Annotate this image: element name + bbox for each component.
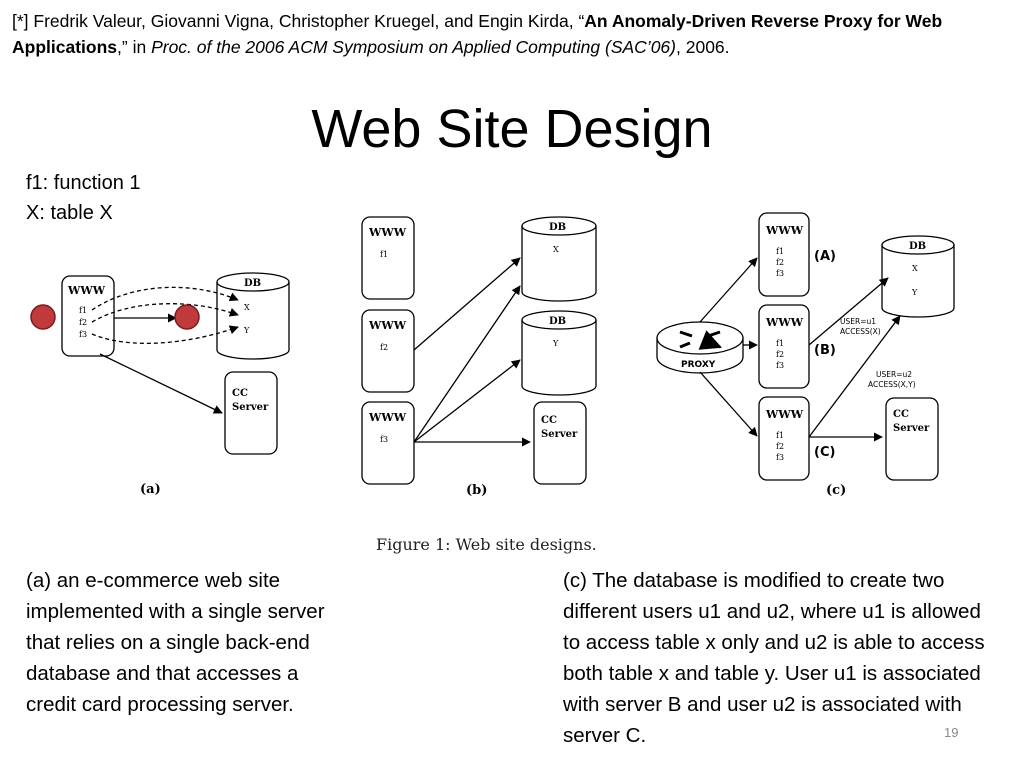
dashed-flow-f2 xyxy=(91,303,239,323)
f3-label-b: f3 xyxy=(380,435,388,444)
u2-user-label: USER=u2 xyxy=(876,370,912,379)
x-label-c: X xyxy=(912,264,918,273)
attacker-dot xyxy=(174,304,200,330)
server-label-b: Server xyxy=(541,429,578,440)
panel-a-diagram: WWW f1 f2 f3 DB X Y CC Server (a) xyxy=(30,272,290,497)
server-label-c: Server xyxy=(893,423,930,434)
panel-c-label: (c) xyxy=(826,483,846,498)
router-arrows-icon xyxy=(679,332,720,347)
cc-arrow-a xyxy=(99,353,223,414)
arrow-proxy-C xyxy=(699,371,758,437)
www-label-b3: WWW xyxy=(368,411,407,424)
u1-user-label: USER=u1 xyxy=(840,317,876,326)
citation-paper-title: An Anomaly-Driven Reverse Proxy for Web … xyxy=(12,11,943,57)
legend-function: f1: function 1 xyxy=(26,172,141,194)
db-cylinder-b1 xyxy=(521,216,597,302)
www-server-b2 xyxy=(361,309,415,393)
f3-label-cB: f3 xyxy=(776,361,784,370)
citation: [*] Fredrik Valeur, Giovanni Vigna, Chri… xyxy=(12,8,1012,60)
panel-b-diagram: WWW f1 WWW f2 WWW f3 DB X DB Y CC Server xyxy=(361,216,597,498)
arrow-b3-db1 xyxy=(413,285,521,443)
f1-label-cC: f1 xyxy=(776,431,784,440)
f1-label-cB: f1 xyxy=(776,339,784,348)
note-panel-a: (a) an e-commerce web site implemented w… xyxy=(26,569,325,716)
db-cylinder-b2 xyxy=(521,310,597,396)
www-server-cA xyxy=(758,212,810,297)
f2-label-cB: f2 xyxy=(776,350,784,359)
www-server-cC xyxy=(758,396,810,481)
db-label-b1: DB xyxy=(549,222,566,233)
www-label-cB: WWW xyxy=(765,316,804,329)
u1-access-label: ACCESS(X) xyxy=(840,327,881,336)
cc-server-b xyxy=(533,401,587,485)
cc-server-a xyxy=(224,371,278,455)
server-label-a: Server xyxy=(232,402,269,413)
f1-label-b: f1 xyxy=(380,250,388,259)
dashed-flow-f3 xyxy=(91,325,239,344)
label-C: (C) xyxy=(814,445,835,460)
citation-authors: [*] Fredrik Valeur, Giovanni Vigna, Chri… xyxy=(12,11,585,31)
citation-venue: Proc. of the 2006 ACM Symposium on Appli… xyxy=(151,37,676,57)
proxy-label: PROXY xyxy=(681,360,716,370)
arrow-B-db xyxy=(808,277,889,346)
db-cylinder-a xyxy=(216,272,290,360)
www-server-a xyxy=(61,275,115,357)
slide-title: Web Site Design xyxy=(311,99,713,159)
cc-label-a: CC xyxy=(232,388,248,399)
f2-label-cA: f2 xyxy=(776,258,784,267)
www-label-a: WWW xyxy=(67,284,106,297)
www-label-cC: WWW xyxy=(765,408,804,421)
f2-label-b: f2 xyxy=(380,343,388,352)
db-label-c: DB xyxy=(909,241,926,252)
db-label-b2: DB xyxy=(549,316,566,327)
legend-table: X: table X xyxy=(26,202,113,224)
client-dot xyxy=(30,304,56,330)
f2-label-a: f2 xyxy=(79,318,87,327)
www-server-cB xyxy=(758,304,810,389)
label-B: (B) xyxy=(814,343,836,358)
www-label-b2: WWW xyxy=(368,319,407,332)
citation-in: ,” in xyxy=(117,37,152,57)
figure-caption: Figure 1: Web site designs. xyxy=(376,535,597,554)
f3-label-cC: f3 xyxy=(776,453,784,462)
dashed-flow-f1 xyxy=(91,286,239,311)
panel-b-label: (b) xyxy=(466,483,487,498)
db-cylinder-c xyxy=(881,235,955,318)
arrow-C-db xyxy=(808,315,901,438)
label-A: (A) xyxy=(814,249,836,264)
www-server-b1 xyxy=(361,216,415,300)
u2-access-label: ACCESS(X,Y) xyxy=(868,380,916,389)
x-label-b: X xyxy=(553,245,559,254)
cc-label-c: CC xyxy=(893,409,909,420)
www-label-b1: WWW xyxy=(368,226,407,239)
cc-label-b: CC xyxy=(541,415,557,426)
f1-label-a: f1 xyxy=(79,306,87,315)
f1-label-cA: f1 xyxy=(776,247,784,256)
www-label-cA: WWW xyxy=(765,224,804,237)
cc-server-c xyxy=(885,397,939,481)
db-label-a: DB xyxy=(244,278,261,289)
y-label-a: Y xyxy=(243,326,250,335)
arrow-b2-db1 xyxy=(413,257,521,351)
page-number: 19 xyxy=(944,725,959,740)
arrow-b3-db2 xyxy=(413,359,521,443)
f2-label-cC: f2 xyxy=(776,442,784,451)
x-label-a: X xyxy=(244,303,250,312)
f3-label-a: f3 xyxy=(79,330,87,339)
y-label-c: Y xyxy=(911,288,918,297)
f3-label-cA: f3 xyxy=(776,269,784,278)
note-panel-c: (c) The database is modified to create t… xyxy=(563,569,985,747)
legend: f1: function 1 X: table X xyxy=(26,168,141,228)
panel-c-diagram: PROXY WWW f1 f2 f3 (A) WWW f1 f2 f3 (B) … xyxy=(656,212,955,498)
panel-a-label: (a) xyxy=(140,482,161,497)
y-label-b: Y xyxy=(552,339,559,348)
citation-year: , 2006. xyxy=(676,37,730,57)
www-server-b3 xyxy=(361,401,415,485)
web-site-designs-figure: WWW f1 f2 f3 DB X Y CC Server (a) xyxy=(30,212,955,554)
arrow-proxy-A xyxy=(699,257,758,323)
